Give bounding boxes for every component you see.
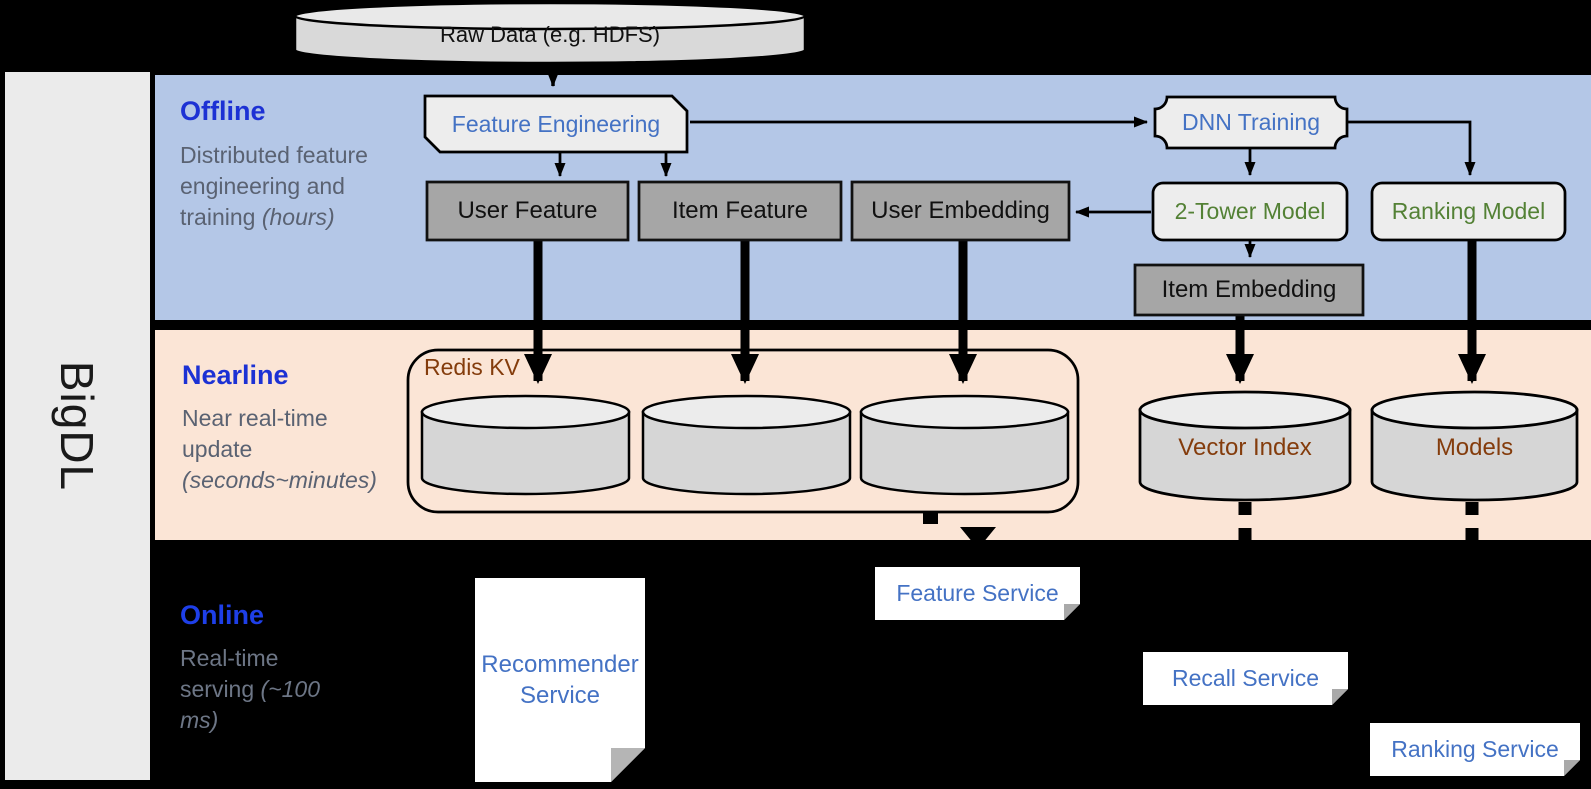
offline-section-title: Offline [180, 95, 266, 126]
ranking-service-card: Ranking Service [1370, 723, 1580, 776]
vector-index-label: Vector Index [1178, 434, 1312, 461]
item-feature-label: Item Feature [671, 197, 809, 224]
folded-corner-icon [1064, 604, 1080, 620]
folded-corner-icon [1564, 760, 1580, 776]
two-tower-model-label: 2-Tower Model [1174, 198, 1326, 224]
raw-data-label: Raw Data (e.g. HDFS) [439, 22, 661, 47]
online-section-description: Real-time serving (~100 ms) [180, 645, 321, 734]
online-section-title: Online [180, 599, 265, 630]
bigdl-sidebar: BigDL [5, 72, 150, 780]
folded-corner-icon [1332, 689, 1348, 705]
item-embedding-label: Item Embedding [1161, 276, 1337, 303]
user-feature-label: User Feature [457, 197, 598, 224]
offline-section-description: Distributed feature engineering and trai… [180, 142, 368, 231]
ranking-service-label: Ranking Service [1391, 736, 1559, 762]
models-label: Models [1435, 434, 1514, 461]
feature-service-label: Feature Service [896, 580, 1059, 606]
bigdl-label: BigDL [51, 360, 104, 492]
nearline-section-description: Near real-time update (seconds~minutes) [182, 405, 377, 494]
recommender-service-label: Recommender Service [481, 650, 639, 709]
user-embedding-label: User Embedding [871, 197, 1050, 224]
folded-corner-icon [611, 748, 645, 782]
dnn-training-label: DNN Training [1181, 109, 1321, 135]
nearline-section-title: Nearline [182, 359, 289, 390]
feature-service-card: Feature Service [875, 567, 1080, 620]
recommender-service-card: Recommender Service [475, 578, 645, 782]
feature-engineering-label: Feature Engineering [451, 110, 661, 137]
recall-service-label: Recall Service [1172, 665, 1319, 691]
ranking-model-label: Ranking Model [1391, 198, 1546, 224]
recall-service-card: Recall Service [1143, 652, 1348, 705]
redis-kv-label: Redis KV [424, 353, 520, 380]
